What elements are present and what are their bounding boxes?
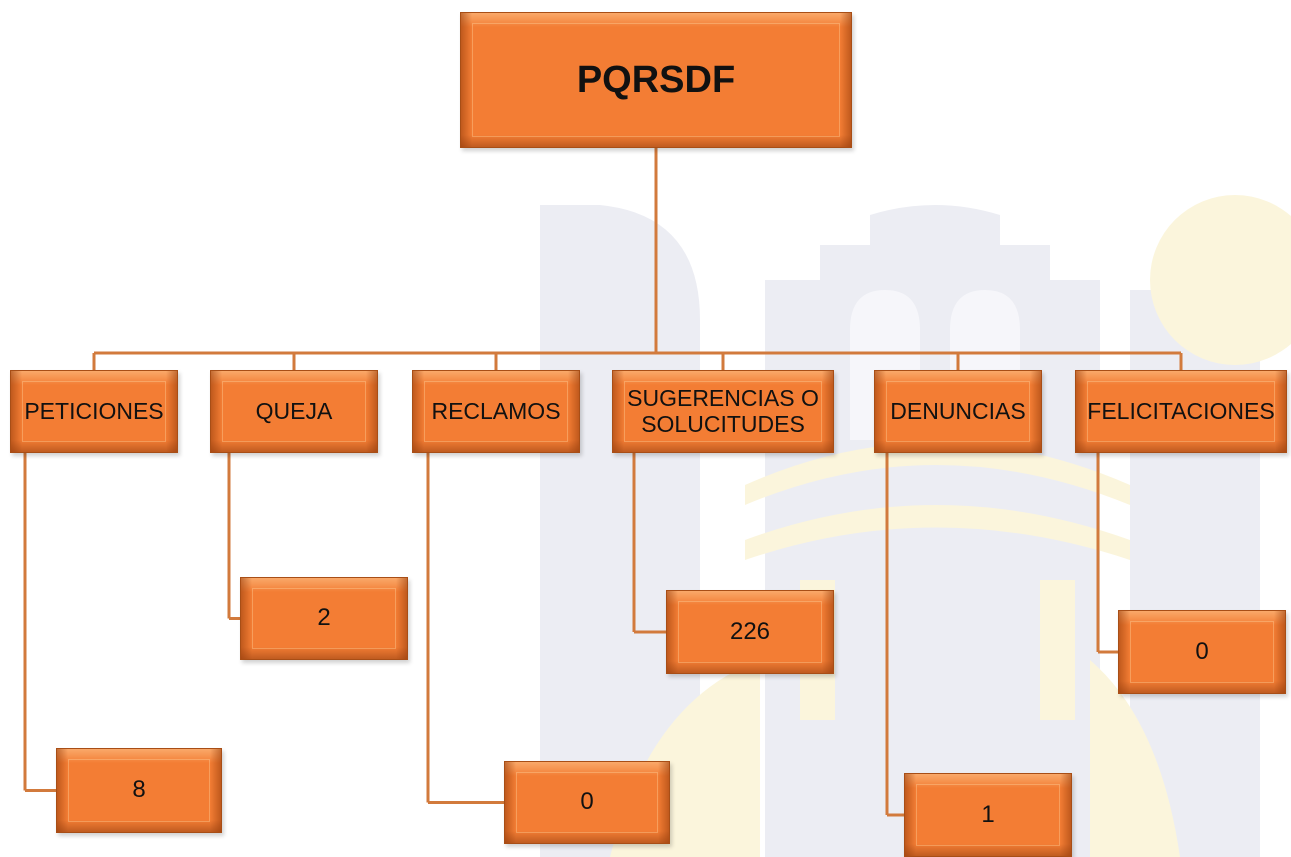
felicitaciones-count-box: 0 xyxy=(1118,610,1286,694)
reclamos-count-value: 0 xyxy=(580,788,594,816)
denuncias-category-label: DENUNCIAS xyxy=(890,397,1026,424)
reclamos-category-label: RECLAMOS xyxy=(431,397,561,424)
sugerencias-count-value: 226 xyxy=(729,617,771,645)
queja-count-value: 2 xyxy=(317,604,331,632)
peticiones-category-label: PETICIONES xyxy=(24,397,164,424)
queja-category-box: QUEJA xyxy=(210,370,378,453)
reclamos-count-box: 0 xyxy=(504,761,670,844)
peticiones-category-box: PETICIONES xyxy=(10,370,178,453)
peticiones-count-box: 8 xyxy=(56,748,222,833)
reclamos-category-box: RECLAMOS xyxy=(412,370,580,453)
felicitaciones-count-value: 0 xyxy=(1195,637,1209,665)
denuncias-category-box: DENUNCIAS xyxy=(874,370,1042,453)
felicitaciones-category-label: FELICITACIONES xyxy=(1087,397,1275,424)
peticiones-count-value: 8 xyxy=(132,776,146,804)
root-label: PQRSDF xyxy=(576,58,736,101)
sugerencias-category-label: SUGERENCIAS O SOLUCITUDES xyxy=(627,384,819,437)
queja-category-label: QUEJA xyxy=(255,397,333,424)
queja-count-box: 2 xyxy=(240,577,408,660)
denuncias-count-value: 1 xyxy=(981,800,995,828)
denuncias-count-box: 1 xyxy=(904,773,1072,857)
root-box: PQRSDF xyxy=(460,12,852,148)
sugerencias-category-box: SUGERENCIAS O SOLUCITUDES xyxy=(612,370,834,453)
sugerencias-count-box: 226 xyxy=(666,590,834,674)
felicitaciones-category-box: FELICITACIONES xyxy=(1075,370,1287,453)
